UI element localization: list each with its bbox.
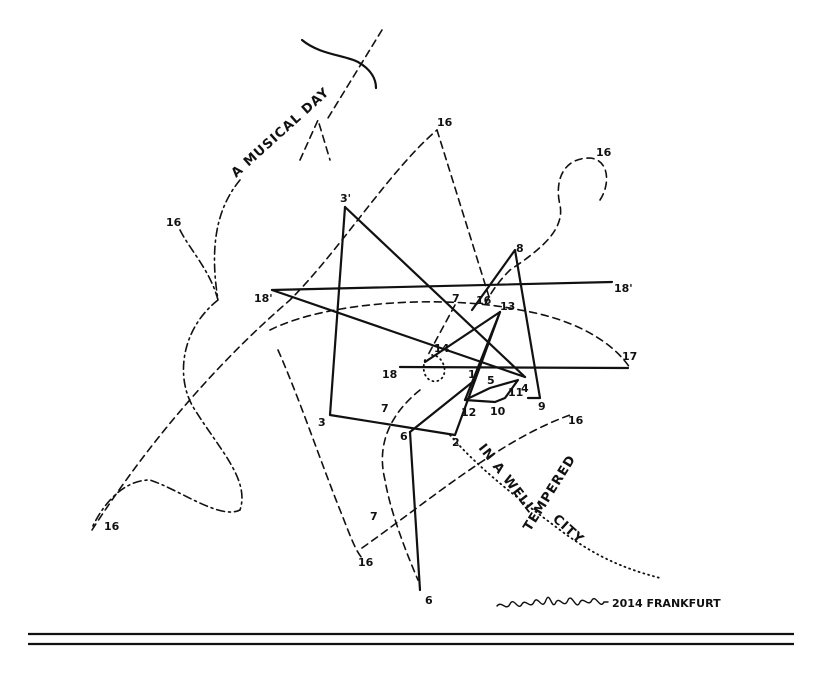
label-16-top-right: 16 xyxy=(596,146,612,159)
label-16-center: 16 xyxy=(476,294,492,307)
triangle-5-11-10 xyxy=(463,378,520,404)
loop-near-14 xyxy=(422,354,446,383)
label-9: 9 xyxy=(538,400,546,413)
polygon-3prime xyxy=(328,205,502,437)
line-14-to-13 xyxy=(423,310,502,364)
dash-down-through-7 xyxy=(381,389,421,581)
text-in-a-well: IN A WELL xyxy=(475,441,538,516)
label-7-lower: 7 xyxy=(370,510,378,523)
label-6-bottom: 6 xyxy=(425,594,433,607)
line-6-to-1 xyxy=(408,378,477,434)
dash-top16-to-center16 xyxy=(436,129,491,301)
label-3prime: 3' xyxy=(340,192,351,205)
dash-through-7 xyxy=(427,304,456,356)
tail-bottom-right xyxy=(449,434,661,579)
label-2: 2 xyxy=(452,436,460,449)
line-18prime-to-4 xyxy=(270,288,527,379)
label-7-center: 7 xyxy=(452,292,460,305)
label-17: 17 xyxy=(622,350,637,363)
label-6-mid: 6 xyxy=(400,430,408,443)
label-16-right: 16 xyxy=(568,414,584,427)
line-3prime-to-4 xyxy=(343,205,527,379)
line-6-to-6 xyxy=(408,430,422,592)
text-city: CITY xyxy=(549,512,586,548)
label-3: 3 xyxy=(318,416,326,429)
line-13-to-12 xyxy=(463,310,502,402)
label-7-left: 7 xyxy=(381,402,389,415)
label-18: 18 xyxy=(382,368,397,381)
solid-lines xyxy=(270,205,630,592)
label-16-left: 16 xyxy=(166,216,182,229)
top-curve-solid xyxy=(300,38,378,90)
label-12: 12 xyxy=(461,406,476,419)
label-10: 10 xyxy=(490,405,506,418)
double-rule xyxy=(28,632,794,646)
left-outer-curve xyxy=(179,179,241,301)
label-16-bottom-left: 16 xyxy=(104,520,120,533)
top-dash-diagonal xyxy=(327,29,383,119)
left-long-curve xyxy=(91,299,243,529)
number-labels: 3' 16 16 16 8 18' 18' 7 16 13 17 14 18 1… xyxy=(104,116,637,607)
label-5: 5 xyxy=(487,374,495,387)
label-8: 8 xyxy=(516,242,524,255)
arc-lower-left-to-top xyxy=(91,129,438,531)
label-11: 11 xyxy=(508,386,523,399)
line-8-to-9 xyxy=(470,248,542,400)
handwritten-phrases: A MUSICAL DAY IN A WELL TEMPERED CITY xyxy=(229,85,587,547)
label-1: 1 xyxy=(468,368,476,381)
label-14: 14 xyxy=(434,342,450,355)
signature: 2014 FRANKFURT xyxy=(496,596,721,610)
line-18prime-to-18prime xyxy=(270,280,614,292)
label-18prime-right: 18' xyxy=(614,282,633,295)
text-a-musical-day: A MUSICAL DAY xyxy=(229,85,333,181)
blob-top-right xyxy=(484,157,608,306)
line-18-to-17 xyxy=(398,365,630,370)
dashed-curves xyxy=(91,29,661,581)
label-16-top-center: 16 xyxy=(437,116,453,129)
arc-middle xyxy=(269,301,631,369)
label-4: 4 xyxy=(521,382,529,395)
top-dash-small xyxy=(299,117,331,161)
label-18prime-left: 18' xyxy=(254,292,273,305)
signature-place-date: 2014 FRANKFURT xyxy=(612,597,721,610)
dash-to-bottom-16 xyxy=(277,349,363,559)
dash-to-right-16 xyxy=(361,414,571,549)
label-13: 13 xyxy=(500,300,515,313)
signature-scribble xyxy=(496,596,609,608)
label-16-bottom: 16 xyxy=(358,556,374,569)
